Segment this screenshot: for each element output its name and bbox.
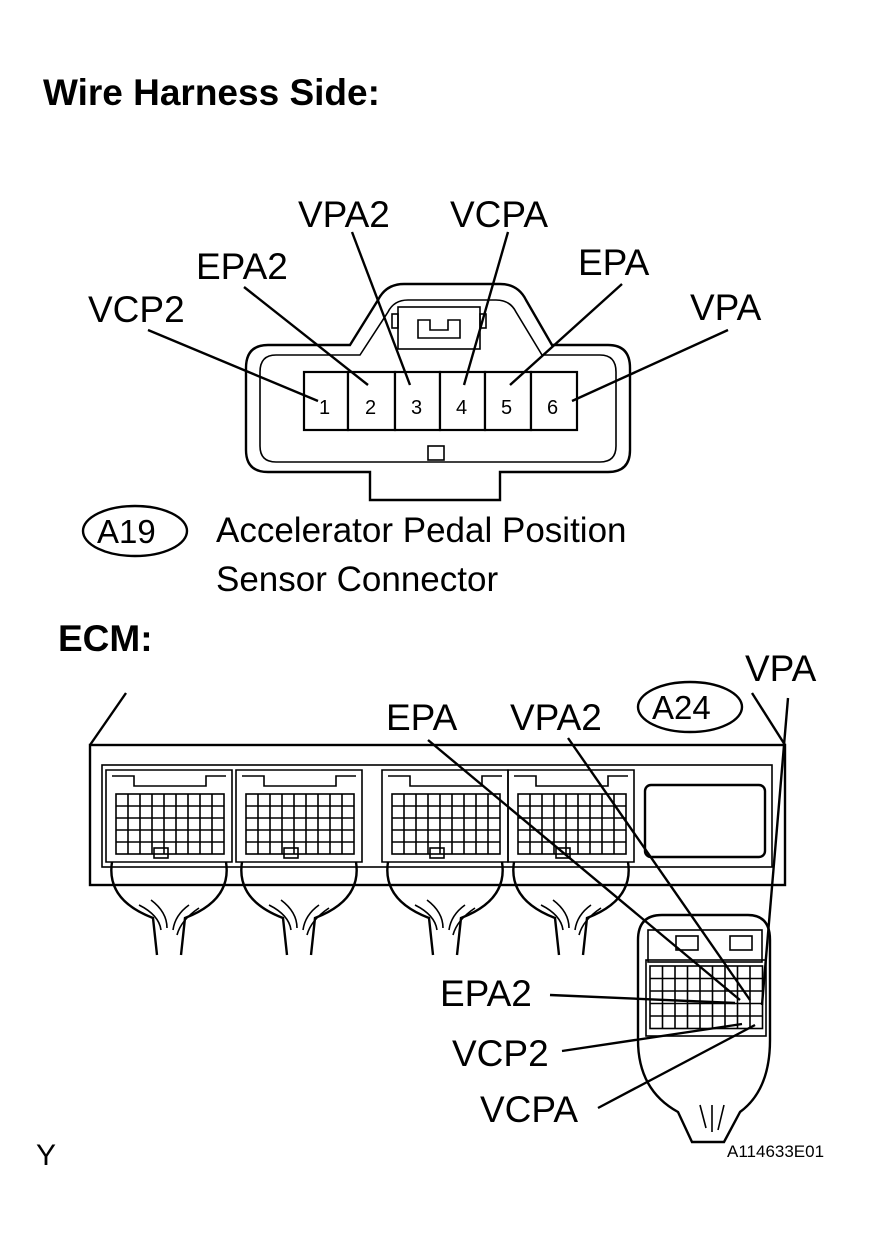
a19-label-epa: EPA [578, 242, 650, 283]
pin-number-5: 5 [501, 397, 512, 419]
a19-label-vpa2: VPA2 [298, 194, 390, 235]
a24-label-epa2: EPA2 [440, 973, 532, 1014]
pin-cell-6 [529, 370, 579, 432]
ecm-connector-block-2 [235, 769, 363, 956]
a24-label-vcpa: VCPA [480, 1089, 578, 1130]
ecm-leader-lines [427, 697, 790, 1110]
footer-mark: Y [36, 1139, 56, 1172]
a24-ref-oval [636, 680, 744, 734]
pin-number-3: 3 [411, 397, 422, 419]
a19-label-vpa: VPA [690, 287, 762, 328]
ecm-body [88, 692, 787, 887]
ecm-title: ECM: [58, 618, 153, 659]
a19-leader-lines [147, 231, 729, 403]
a19-ref-oval [81, 504, 189, 558]
a19-description-line2: Sensor Connector [216, 560, 498, 599]
ecm-connector-blocks [105, 769, 635, 956]
a24-label-vcp2: VCP2 [452, 1033, 549, 1074]
a19-label-vcpa: VCPA [450, 194, 548, 235]
ecm-connector-block-3 [381, 769, 509, 956]
a24-label-vpa: VPA [745, 648, 817, 689]
pin-cell-2 [346, 370, 397, 432]
a19-connector-body [244, 282, 632, 502]
a24-label-epa: EPA [386, 697, 458, 738]
pin-number-4: 4 [456, 397, 467, 419]
pin-number-1: 1 [319, 397, 330, 419]
pin-cell-3 [393, 370, 442, 432]
a19-label-epa2: EPA2 [196, 246, 288, 287]
pin-cell-5 [483, 370, 533, 432]
pin-number-2: 2 [365, 397, 376, 419]
a19-label-vcp2: VCP2 [88, 289, 185, 330]
pin-cell-1 [302, 370, 350, 432]
figure-code: A114633E01 [727, 1142, 824, 1161]
ecm-connector-block-1 [105, 769, 233, 956]
a19-pin-row: 1 2 3 4 5 6 [302, 370, 579, 432]
pin-number-6: 6 [547, 397, 558, 419]
a19-connector-id: A19 [97, 513, 156, 550]
a24-pin-grid [649, 965, 764, 1030]
ecm-connector-block-4 [507, 769, 635, 956]
a19-description-line1: Accelerator Pedal Position [216, 511, 627, 550]
harness-title: Wire Harness Side: [43, 72, 380, 113]
a24-label-vpa2: VPA2 [510, 697, 602, 738]
a24-connector-id: A24 [652, 689, 711, 726]
